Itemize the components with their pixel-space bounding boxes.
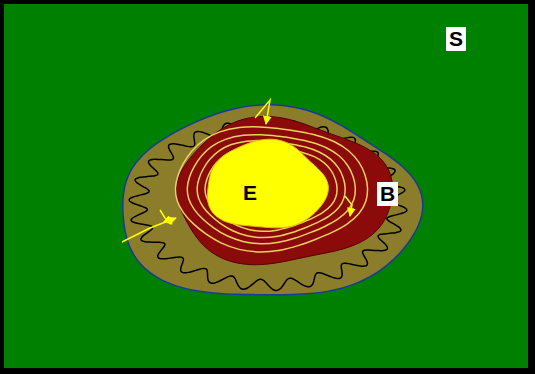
flow-arrow [345, 196, 352, 216]
core-region [207, 139, 328, 228]
region-letter: E [243, 181, 257, 205]
flow-arrow [122, 218, 176, 242]
flow-arrow [255, 100, 270, 124]
region-letter: B [377, 182, 398, 206]
middle-layer [176, 116, 392, 264]
flow-arrow [160, 210, 172, 224]
region-letter: S [446, 27, 466, 51]
contour-line [187, 135, 355, 244]
surrounding-ground [4, 4, 528, 368]
contour-line [175, 127, 367, 252]
outer-layer [123, 105, 423, 295]
